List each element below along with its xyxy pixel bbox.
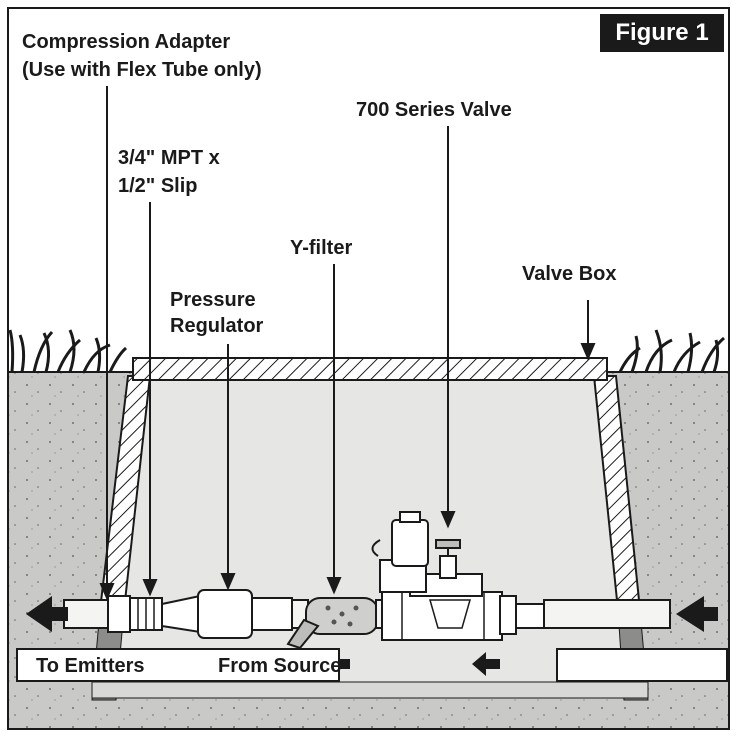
from-source-label: From Source	[218, 655, 342, 677]
mpt-label-line2: 1/2" Slip	[118, 175, 198, 197]
inlet-flow-arrow	[676, 596, 718, 632]
grass-left	[8, 329, 128, 373]
flow-arrow-2	[472, 652, 500, 676]
from-source-box	[556, 648, 728, 682]
outlet-flow-arrow	[26, 596, 68, 632]
grass-right	[618, 329, 725, 373]
valve-700-series	[371, 511, 517, 641]
valve-box-label: Valve Box	[522, 263, 617, 285]
valve-box-lid	[132, 357, 608, 381]
to-emitters-label: To Emitters	[36, 655, 145, 677]
figure-label: Figure 1	[600, 14, 724, 52]
solenoid	[391, 519, 429, 567]
y-filter-label: Y-filter	[290, 237, 353, 259]
leader-lines	[99, 86, 596, 601]
compression-adapter	[107, 595, 131, 633]
compression-adapter-note: (Use with Flex Tube only)	[22, 59, 262, 81]
valve-label: 700 Series Valve	[356, 99, 512, 121]
to-emitters-box	[16, 648, 340, 682]
compression-adapter-label: Compression Adapter	[22, 31, 231, 53]
pressure-regulator-label-line1: Pressure	[170, 289, 256, 311]
outlet-pipe	[63, 599, 113, 629]
pressure-regulator-label-line2: Regulator	[170, 315, 264, 337]
flow-control-handle	[435, 539, 461, 549]
mpt-label-line1: 3/4" MPT x	[118, 147, 220, 169]
inlet-pipe	[543, 599, 671, 629]
